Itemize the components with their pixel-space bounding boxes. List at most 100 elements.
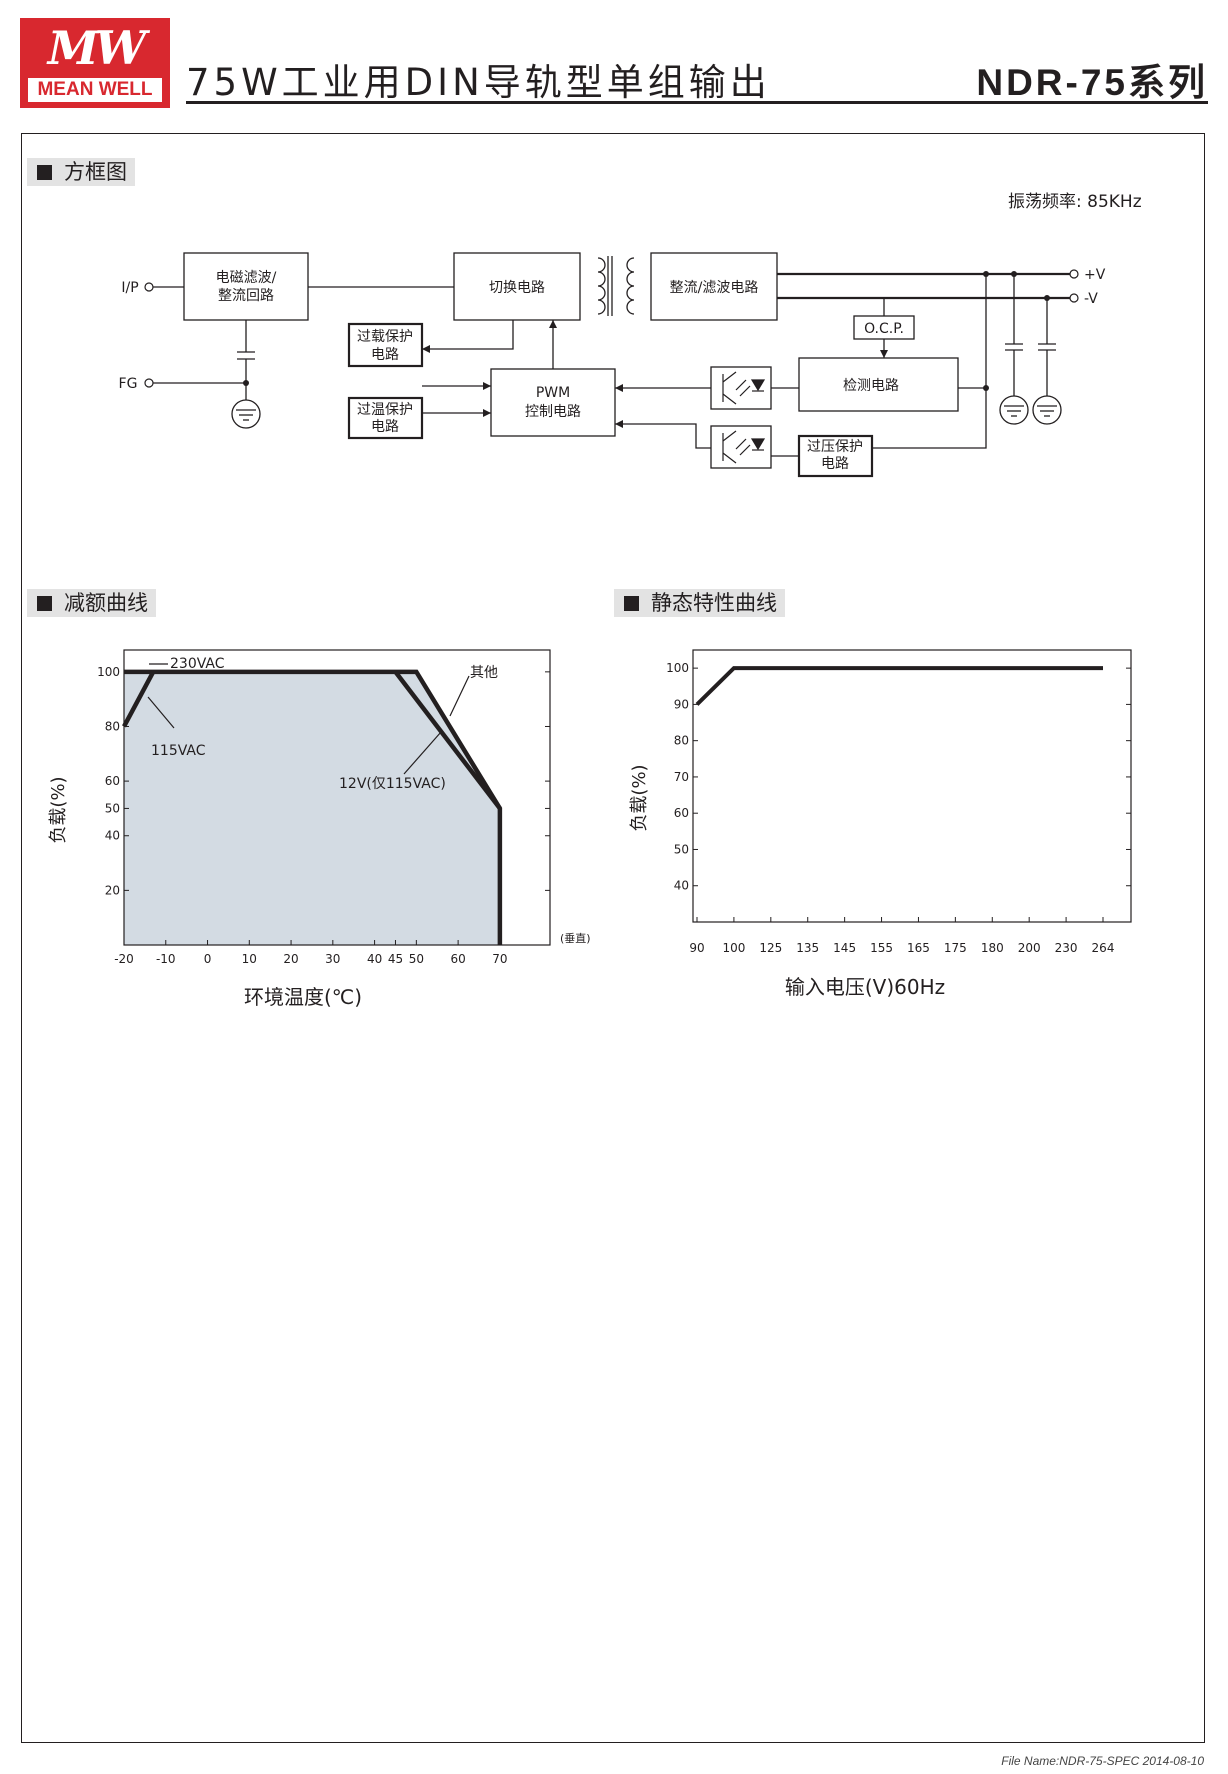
plot-frame <box>123 649 551 946</box>
otp-label-1: 过温保护 <box>357 402 413 418</box>
x-tick-label: -20 <box>114 952 134 966</box>
y-tick-label: 80 <box>674 734 689 748</box>
pwm-label-2: 控制电路 <box>525 404 581 420</box>
y-tick-label: 80 <box>105 719 120 733</box>
minus-v-terminal-icon <box>1069 293 1079 303</box>
derating-ylabel: 负载(%) <box>48 776 69 843</box>
derating-area <box>124 671 500 945</box>
content-frame <box>21 133 1205 1743</box>
annot-115vac: 115VAC <box>151 743 206 759</box>
y-tick-label: 90 <box>674 697 689 711</box>
static-header: 静态特性曲线 <box>614 589 785 617</box>
page-title: 75W工业用DIN导轨型单组输出 <box>186 61 771 104</box>
olp-label-2: 电路 <box>371 347 399 363</box>
photocoupler-2-icon <box>710 425 772 469</box>
x-tick-label: 100 <box>722 941 745 955</box>
x-tick-label: 230 <box>1055 941 1078 955</box>
annot-230vac: 230VAC <box>170 656 225 672</box>
x-tick-label: 180 <box>981 941 1004 955</box>
derating-series-1 <box>124 669 503 945</box>
derating-title: 减额曲线 <box>64 591 148 615</box>
x-tick-label: 165 <box>907 941 930 955</box>
derating-series-2 <box>122 670 156 728</box>
oscillation-frequency: 振荡频率: 85KHz <box>1008 192 1142 212</box>
static-chart: 90 100 125 135 145 155 165 175 180 200 230 264 40 50… <box>629 649 1132 999</box>
detect-block <box>798 357 959 412</box>
block-diagram-title: 方框图 <box>64 160 127 184</box>
rectifier-block <box>650 252 778 321</box>
block-diagram-header: 方框图 <box>27 158 135 186</box>
plus-v-terminal-icon <box>1069 269 1079 279</box>
plot-frame <box>692 649 1132 923</box>
fg-terminal-icon <box>144 378 154 388</box>
x-tick-label: 70 <box>492 952 507 966</box>
otp-label-2: 电路 <box>371 419 399 435</box>
file-footer: File Name:NDR-75-SPEC 2014-08-10 <box>1001 1754 1204 1768</box>
annot-other: 其他 <box>470 665 498 681</box>
x-tick-label: -10 <box>156 952 176 966</box>
static-series-1 <box>695 666 1103 706</box>
x-tick-label: 20 <box>283 952 298 966</box>
series-name: NDR-75系列 <box>976 62 1208 103</box>
square-bullet-icon <box>37 596 52 611</box>
y-tick-label: 70 <box>674 770 689 784</box>
static-title: 静态特性曲线 <box>651 591 777 615</box>
meanwell-logo: MW MEAN WELL <box>20 18 170 108</box>
ovp-label-1: 过压保护 <box>807 439 863 455</box>
olp-block <box>347 322 424 368</box>
ip-label: I/P <box>121 280 138 296</box>
x-tick-label: 155 <box>870 941 893 955</box>
ocp-label: O.C.P. <box>864 321 904 337</box>
square-bullet-icon <box>624 596 639 611</box>
x-tick-label: 125 <box>759 941 782 955</box>
y-tick-label: 40 <box>674 879 689 893</box>
switching-label: 切换电路 <box>489 279 545 296</box>
vertical-mount-note: (垂直) <box>560 931 591 945</box>
x-tick-label: 45 <box>388 952 403 966</box>
ovp-label-2: 电路 <box>821 456 849 472</box>
x-tick-label: 145 <box>833 941 856 955</box>
x-tick-label: 200 <box>1018 941 1041 955</box>
emi-label-2: 整流回路 <box>218 288 274 304</box>
y-tick-label: 60 <box>105 774 120 788</box>
x-tick-label: 60 <box>450 952 465 966</box>
pwm-label-1: PWM <box>536 385 570 401</box>
detect-label: 检测电路 <box>843 378 899 394</box>
x-tick-label: 264 <box>1092 941 1115 955</box>
title-rule <box>186 101 1208 104</box>
x-tick-label: 175 <box>944 941 967 955</box>
x-tick-label: 30 <box>325 952 340 966</box>
derating-series-3 <box>393 670 502 810</box>
x-tick-label: 0 <box>204 952 212 966</box>
x-tick-label: 135 <box>796 941 819 955</box>
static-ylabel: 负载(%) <box>629 764 650 831</box>
ip-terminal-icon <box>144 282 154 292</box>
logo-mark: MW <box>47 21 147 75</box>
pwm-block <box>490 368 616 437</box>
photocoupler-1-icon <box>710 366 772 410</box>
y-tick-label: 50 <box>674 842 689 856</box>
logo-text: MEAN WELL <box>28 78 162 102</box>
static-xlabel: 输入电压(V)60Hz <box>785 975 945 999</box>
emi-filter-block <box>183 252 309 321</box>
x-tick-label: 90 <box>689 941 704 955</box>
x-tick-label: 50 <box>409 952 424 966</box>
derating-header: 减额曲线 <box>27 589 156 617</box>
block-diagram: 电磁滤波/ 整流回路 切换电路 整流/滤波电路 O.C.P. 过载保护 电路 过… <box>119 252 1106 478</box>
x-tick-label: 40 <box>367 952 382 966</box>
y-tick-label: 100 <box>97 665 120 679</box>
ground-icon <box>231 395 1062 429</box>
olp-label-1: 过载保护 <box>357 329 413 345</box>
y-tick-label: 60 <box>674 806 689 820</box>
emi-label-1: 电磁滤波/ <box>216 270 277 286</box>
plus-v-label: +V <box>1084 267 1106 283</box>
otp-block <box>347 396 424 440</box>
y-tick-label: 20 <box>105 883 120 897</box>
rectifier-label: 整流/滤波电路 <box>670 280 759 296</box>
minus-v-label: -V <box>1084 291 1098 307</box>
annot-12v: 12V(仅115VAC) <box>339 776 446 792</box>
y-tick-label: 50 <box>105 801 120 815</box>
y-tick-label: 40 <box>105 829 120 843</box>
derating-xlabel: 环境温度(℃) <box>244 985 362 1009</box>
